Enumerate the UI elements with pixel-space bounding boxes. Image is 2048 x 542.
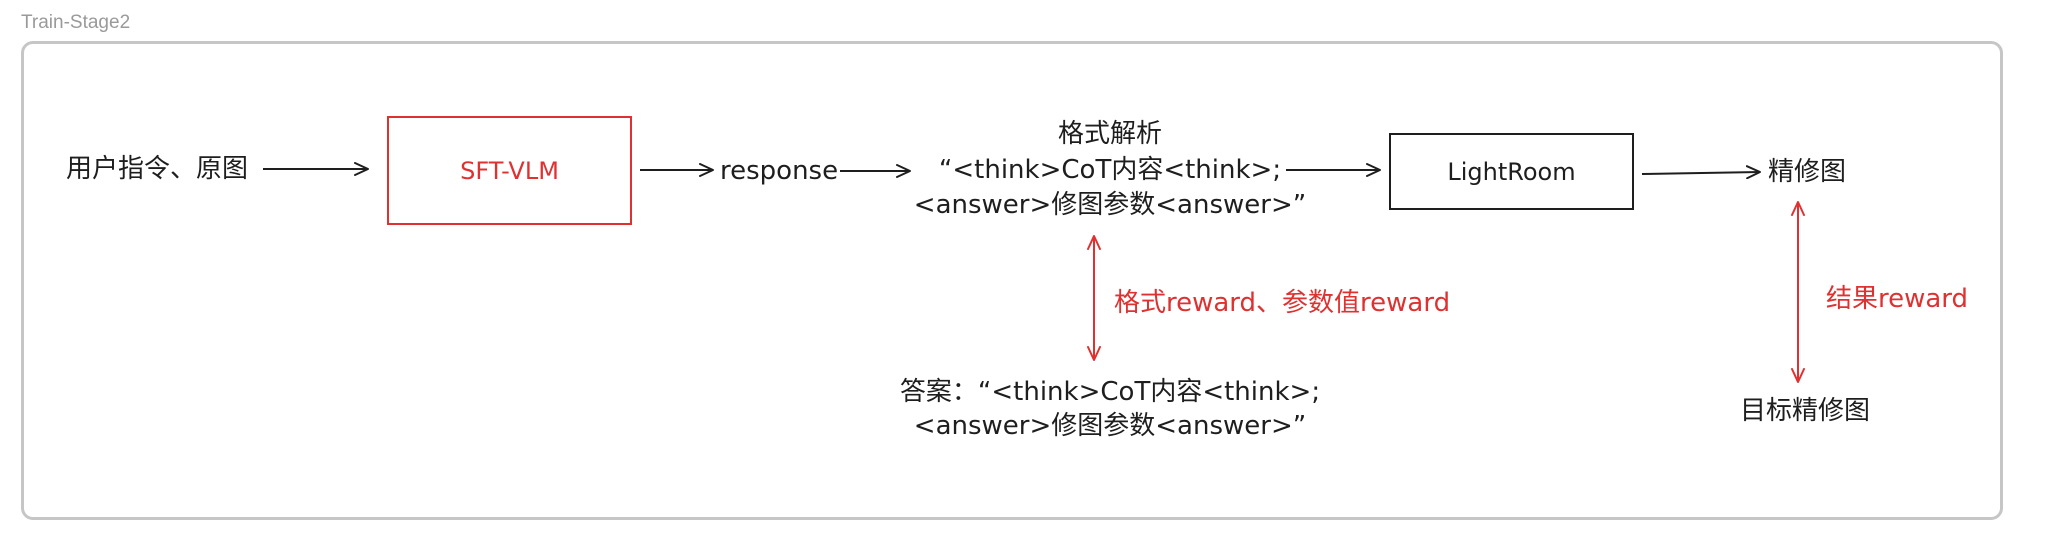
sft-vlm-label: SFT-VLM	[460, 156, 559, 185]
format-parse-line2: <answer>修图参数<answer>”	[913, 190, 1307, 220]
target-node: 目标精修图	[1740, 396, 1871, 426]
diagram-frame	[21, 41, 2003, 520]
frame-title: Train-Stage2	[21, 12, 131, 33]
arrow-lightroom-to-retouched	[1641, 165, 1761, 180]
lightroom-box[interactable]: LightRoom	[1389, 133, 1634, 210]
format-param-reward-label: 格式reward、参数值reward	[1114, 288, 1451, 318]
retouched-node: 精修图	[1768, 157, 1847, 187]
lightroom-label: LightRoom	[1447, 157, 1576, 186]
response-node: response	[720, 156, 839, 186]
answer-line1: 答案：“<think>CoT内容<think>;	[899, 377, 1321, 407]
input-node: 用户指令、原图	[66, 154, 249, 184]
sft-vlm-box[interactable]: SFT-VLM	[387, 116, 632, 225]
answer-line2: <answer>修图参数<answer>”	[913, 411, 1307, 441]
format-parse-line1: “<think>CoT内容<think>;	[938, 155, 1282, 185]
format-parse-title: 格式解析	[1057, 119, 1162, 149]
result-reward-label: 结果reward	[1826, 284, 1969, 314]
